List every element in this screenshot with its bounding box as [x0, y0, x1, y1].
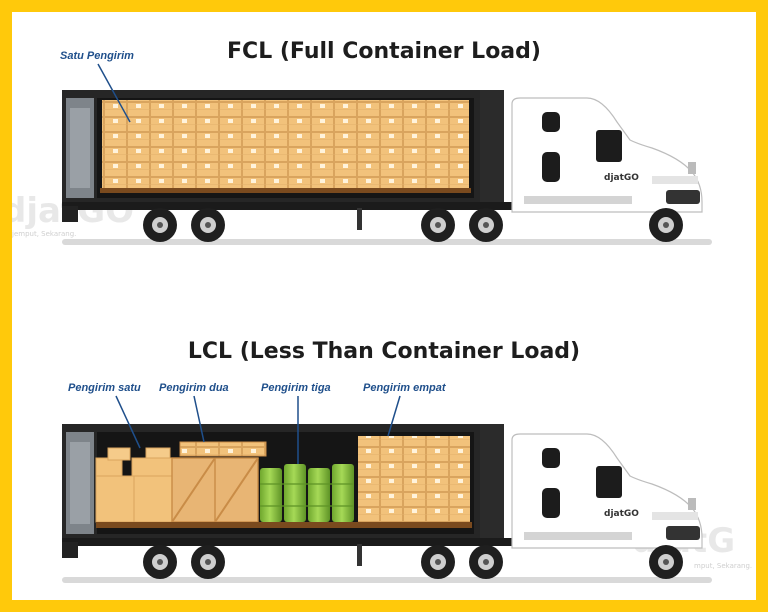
lcl-arrow-one	[115, 395, 141, 449]
lcl-title: LCL (Less Than Container Load)	[188, 339, 580, 364]
fcl-arrow	[97, 63, 131, 123]
lcl-label-shipper-four: Pengirim empat	[363, 382, 447, 394]
lcl-cargo-shipper-four	[358, 436, 470, 522]
fcl-title: FCL (Full Container Load)	[227, 39, 541, 64]
svg-text:jemput, Sekarang.: jemput, Sekarang.	[12, 230, 76, 238]
fcl-label-single-shipper: Satu Pengirim	[60, 50, 134, 62]
illustration: djatGO jemput, Sekarang. djatG mput, Sek…	[12, 39, 752, 583]
fcl-truck: djatGO	[62, 90, 712, 245]
fcl-cargo	[102, 100, 469, 190]
lcl-truck: djatGO	[62, 424, 712, 583]
svg-text:mput, Sekarang.: mput, Sekarang.	[694, 562, 752, 570]
frame: djatGO jemput, Sekarang. djatG mput, Sek…	[12, 12, 756, 600]
lcl-arrow-four	[387, 395, 401, 437]
lcl-label-shipper-three: Pengirim tiga	[261, 382, 331, 394]
lcl-cargo-shipper-three	[260, 464, 354, 522]
lcl-cargo-shipper-one	[95, 447, 173, 523]
lcl-door-logo: djatGO	[604, 509, 639, 519]
lcl-arrow-two	[193, 395, 205, 443]
fcl-door-logo: djatGO	[604, 173, 639, 183]
lcl-label-shipper-one: Pengirim satu	[68, 382, 141, 394]
lcl-label-shipper-two: Pengirim dua	[159, 382, 229, 394]
lcl-cargo-shipper-two	[171, 441, 267, 523]
